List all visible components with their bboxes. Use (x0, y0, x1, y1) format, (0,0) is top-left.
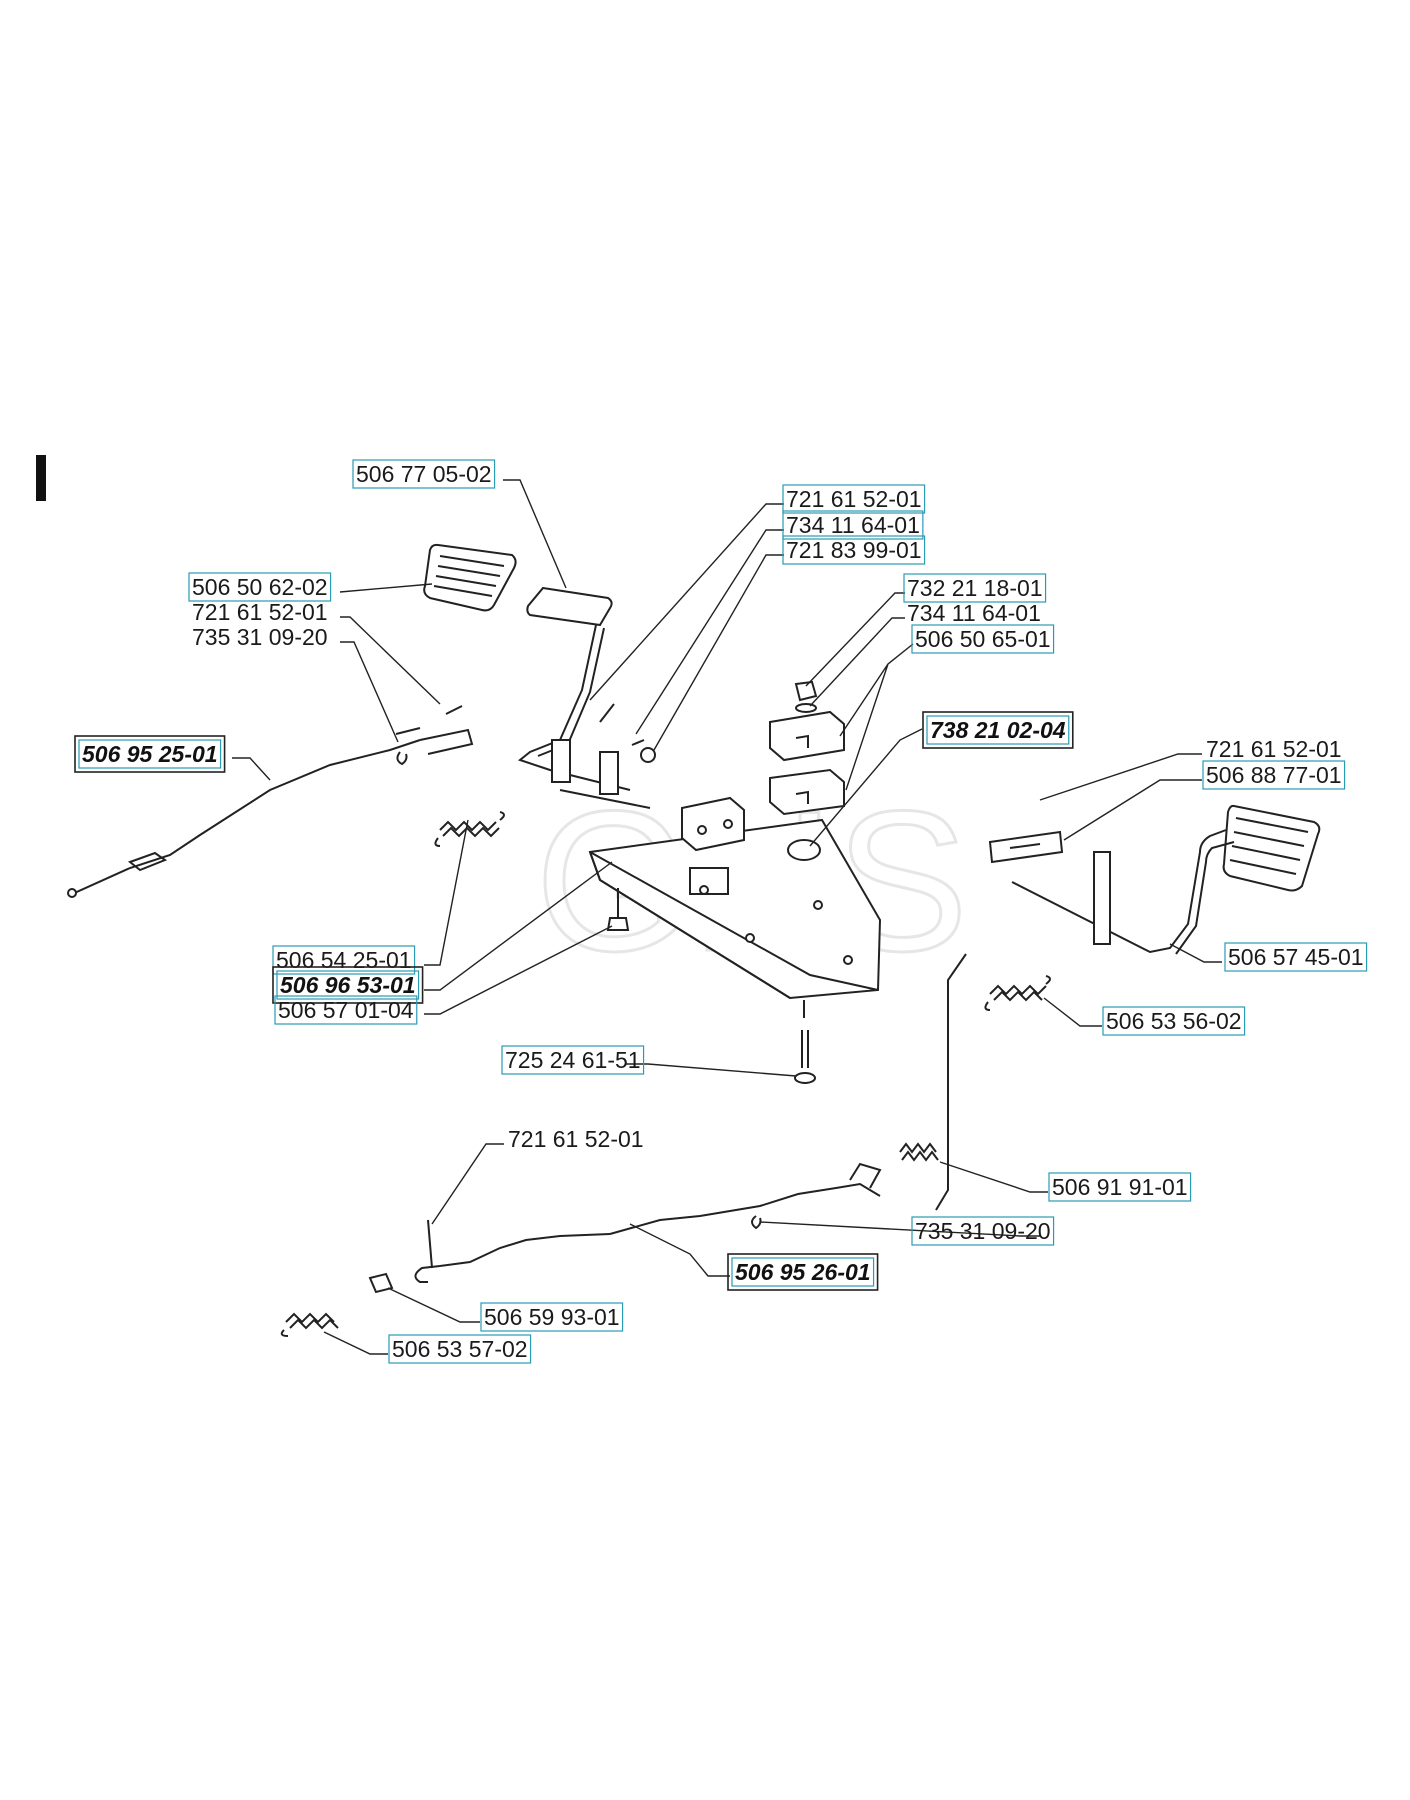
label-highlight (926, 715, 1070, 745)
part-number-label: 506 57 45-01 (1228, 944, 1364, 970)
label-highlight (1102, 1006, 1246, 1036)
part-number-label: 721 61 52-01 (508, 1126, 644, 1152)
right-cable (414, 953, 967, 1283)
label-highlight (276, 970, 420, 1000)
part-number-label: 506 96 53-01 (280, 972, 416, 998)
label-highlight (388, 1334, 532, 1364)
right-pedal-arm (1011, 829, 1235, 955)
right-spring (984, 975, 1051, 1011)
label-box (74, 735, 226, 773)
clamp-block-lower (769, 768, 845, 816)
part-number-label: 721 61 52-01 (192, 599, 328, 625)
part-number-label: 506 59 93-01 (484, 1304, 620, 1330)
split-pin-b (599, 703, 615, 723)
label-highlight (782, 535, 926, 565)
part-number-label: 735 31 09-20 (915, 1218, 1051, 1244)
left-clip (396, 751, 408, 766)
base-plate (588, 818, 882, 1000)
cable-end-block (368, 1272, 394, 1294)
section-marker: I (30, 439, 31, 441)
label-highlight (480, 1302, 624, 1332)
washer (787, 839, 821, 861)
section-marker-bar (36, 455, 46, 501)
part-number-label: 506 50 62-02 (192, 574, 328, 600)
split-pin-bottom (427, 1219, 433, 1269)
part-number-label: 506 54 25-01 (276, 947, 412, 973)
label-highlight (78, 739, 222, 769)
label-highlight (911, 1216, 1055, 1246)
label-highlight (274, 995, 418, 1025)
left-spring (434, 811, 505, 847)
label-highlight (1048, 1172, 1192, 1202)
part-number-label: 506 88 77-01 (1206, 762, 1342, 788)
split-pin-a (445, 705, 463, 715)
right-pedal-pad (1222, 804, 1321, 892)
part-number-label: 506 95 26-01 (735, 1259, 871, 1285)
part-number-label: 506 77 05-02 (356, 461, 492, 487)
part-number-label: 721 83 99-01 (786, 537, 922, 563)
part-number-label: 506 91 91-01 (1052, 1174, 1188, 1200)
part-number-label: 721 61 52-01 (1206, 736, 1342, 762)
label-highlight (1224, 942, 1368, 972)
part-number-label: 732 21 18-01 (907, 575, 1043, 601)
part-number-label: 506 53 56-02 (1106, 1008, 1242, 1034)
part-number-label: 721 61 52-01 (786, 486, 922, 512)
label-highlight (782, 484, 926, 514)
label-box (272, 966, 424, 1004)
label-highlight (188, 572, 332, 602)
label-highlight (272, 945, 416, 975)
label-box (922, 711, 1074, 749)
part-number-label: 506 50 65-01 (915, 626, 1051, 652)
left-pedal-arm (517, 586, 651, 809)
return-spring (280, 1312, 339, 1337)
nut (794, 680, 818, 713)
part-number-label: 738 21 02-04 (930, 717, 1066, 743)
label-box (727, 1253, 879, 1291)
label-highlight (352, 459, 496, 489)
left-pedal-pad (423, 543, 517, 612)
right-clip (751, 1215, 762, 1230)
left-cable (67, 727, 474, 898)
part-number-label: 506 57 01-04 (278, 997, 414, 1023)
label-highlight (911, 624, 1055, 654)
part-number-label: 725 24 61-51 (505, 1047, 641, 1073)
part-number-label: 735 31 09-20 (192, 624, 328, 650)
label-highlight (782, 510, 924, 540)
part-number-label: 734 11 64-01 (907, 600, 1041, 626)
part-number-label: 506 53 57-02 (392, 1336, 528, 1362)
leader-lines (232, 479, 1222, 1355)
bottom-bolt (794, 1000, 816, 1084)
bracket-block (681, 796, 745, 852)
label-highlight (501, 1045, 645, 1075)
clamp-block-upper (769, 710, 845, 762)
label-highlight (903, 573, 1047, 603)
part-number-label: 506 95 25-01 (82, 741, 218, 767)
part-number-label: 734 11 64-01 (786, 512, 920, 538)
right-link (988, 830, 1064, 864)
cable-spring (899, 1142, 939, 1162)
bolt-small (631, 739, 656, 763)
label-highlight (731, 1257, 875, 1287)
plate-bolt (606, 888, 630, 931)
label-highlight (1202, 760, 1346, 790)
